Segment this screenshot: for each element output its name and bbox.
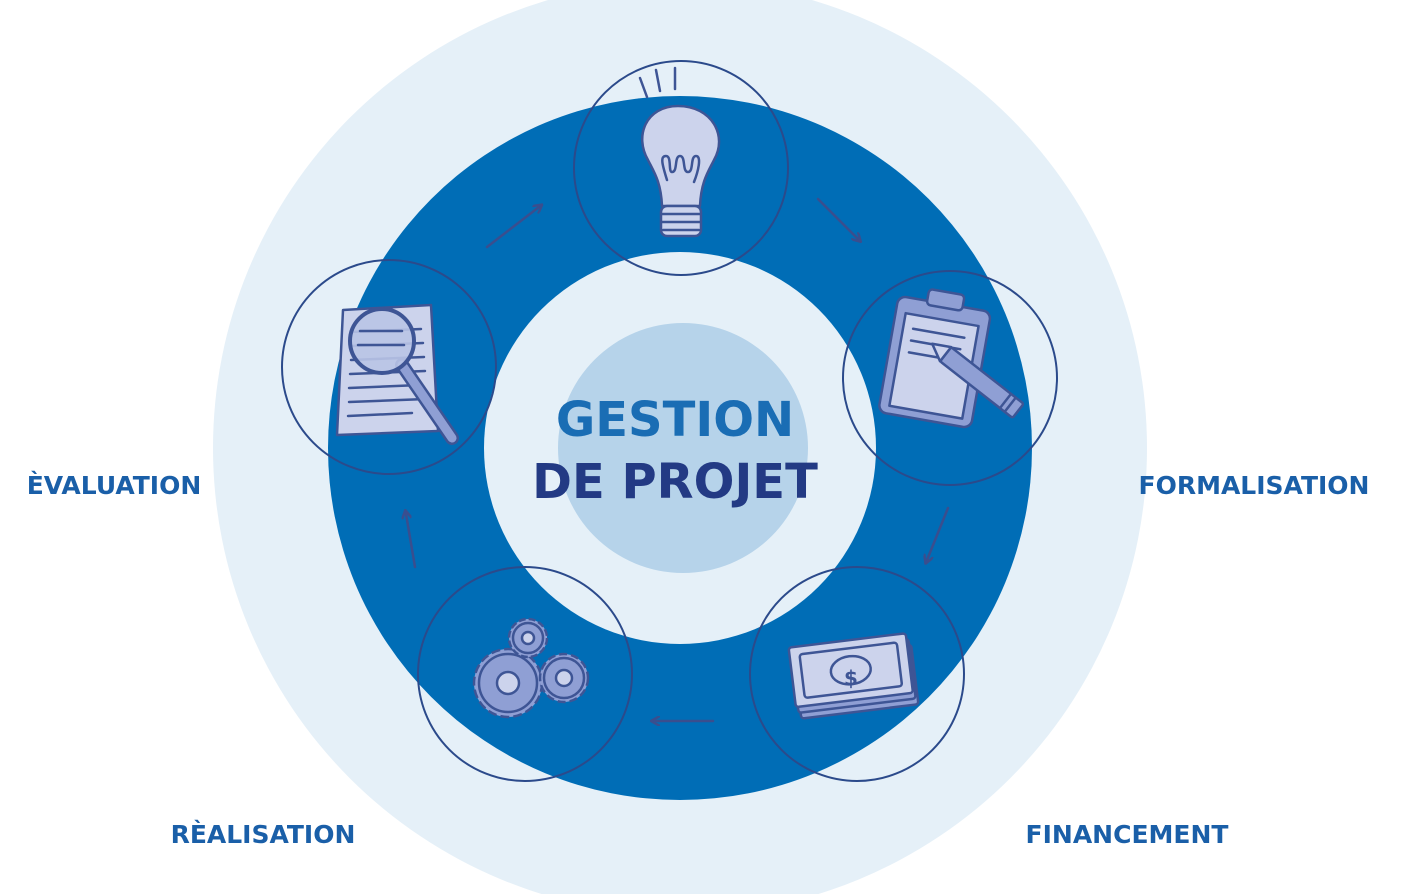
gears-icon — [472, 617, 590, 719]
center-title-line1: GESTION — [556, 392, 794, 448]
stage-circle-financement — [749, 566, 965, 782]
stage-label-realisation: RÈALISATION — [171, 820, 356, 849]
magnifying-document-icon — [335, 303, 459, 445]
stage-label-formalisation: FORMALISATION — [1139, 471, 1370, 500]
arrow-idea-to-formalisation — [816, 197, 858, 239]
stage-outlines — [281, 60, 1058, 782]
flow-arrows — [406, 197, 950, 721]
lightbulb-icon — [638, 66, 721, 238]
stage-circle-evaluation — [281, 259, 497, 475]
core-disc — [558, 323, 808, 573]
stage-circle-realisation — [417, 566, 633, 782]
stage-circle-idea — [573, 60, 789, 276]
money-bills-icon: $ — [787, 632, 920, 720]
arrow-evaluation-to-idea — [485, 207, 539, 249]
arrow-realisation-to-evaluation — [406, 514, 417, 569]
clipboard-pencil-icon — [878, 288, 1025, 429]
stage-label-financement: FINANCEMENT — [1026, 820, 1229, 849]
stage-label-evaluation: ÈVALUATION — [27, 471, 202, 500]
arrow-formalisation-to-financement — [927, 506, 950, 560]
center-title-line2: DE PROJET — [532, 454, 818, 510]
svg-text:$: $ — [844, 666, 858, 690]
stage-circle-formalisation — [842, 270, 1058, 486]
